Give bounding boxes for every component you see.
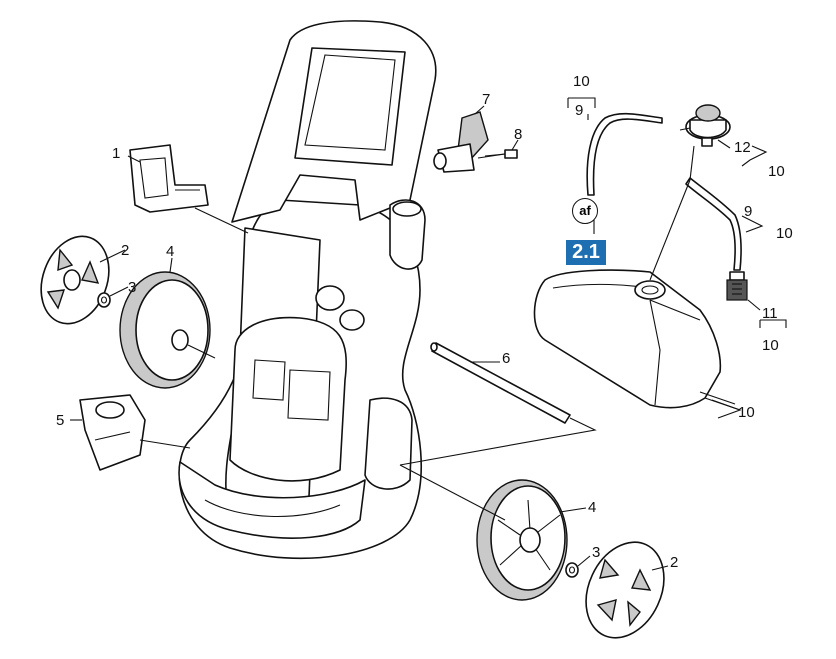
label-part-12: 12 — [734, 139, 751, 156]
part-7-hose-holder — [433, 111, 506, 173]
part-2-hubcap-left — [40, 235, 110, 325]
label-part-10-filter: 10 — [762, 337, 779, 354]
callout-af: af — [572, 198, 598, 224]
label-part-9-upper: 9 — [575, 102, 584, 119]
label-part-7: 7 — [482, 91, 491, 108]
part-4-wheel-right — [399, 464, 568, 601]
label-part-10-tank: 10 — [738, 404, 755, 421]
part-9-hose-lower — [649, 145, 742, 281]
label-part-3-right: 3 — [592, 544, 601, 561]
label-part-8: 8 — [514, 126, 523, 143]
part-8-screw — [484, 149, 518, 159]
detergent-tank — [533, 269, 741, 411]
label-part-10-cap: 10 — [768, 163, 785, 180]
label-part-9-lower: 9 — [744, 203, 753, 220]
part-6-axle — [399, 342, 597, 466]
label-part-4-left: 4 — [166, 243, 175, 260]
part-3-washer-left — [97, 292, 111, 308]
label-part-10-top: 10 — [573, 73, 590, 90]
machine-body — [178, 20, 437, 560]
assembly-badge: 2.1 — [566, 240, 606, 265]
label-part-5: 5 — [56, 412, 65, 429]
part-9-hose-upper — [586, 112, 663, 196]
label-part-1: 1 — [112, 145, 121, 162]
part-12-tank-cap — [679, 104, 731, 147]
label-part-3-left: 3 — [128, 279, 137, 296]
label-part-4-right: 4 — [588, 499, 597, 516]
part-3-washer-right — [565, 562, 579, 578]
label-part-11: 11 — [762, 305, 778, 322]
label-part-6: 6 — [502, 350, 511, 367]
label-part-10-hose: 10 — [776, 225, 793, 242]
label-part-2-left: 2 — [121, 242, 130, 259]
part-11-filter — [726, 271, 761, 311]
part-4-wheel-left — [119, 271, 216, 389]
part-1-bracket — [129, 144, 249, 234]
part-5-foot — [79, 394, 191, 471]
part-2-hubcap-right — [585, 541, 665, 639]
leader-lines — [70, 97, 787, 571]
label-part-2-right: 2 — [670, 554, 679, 571]
